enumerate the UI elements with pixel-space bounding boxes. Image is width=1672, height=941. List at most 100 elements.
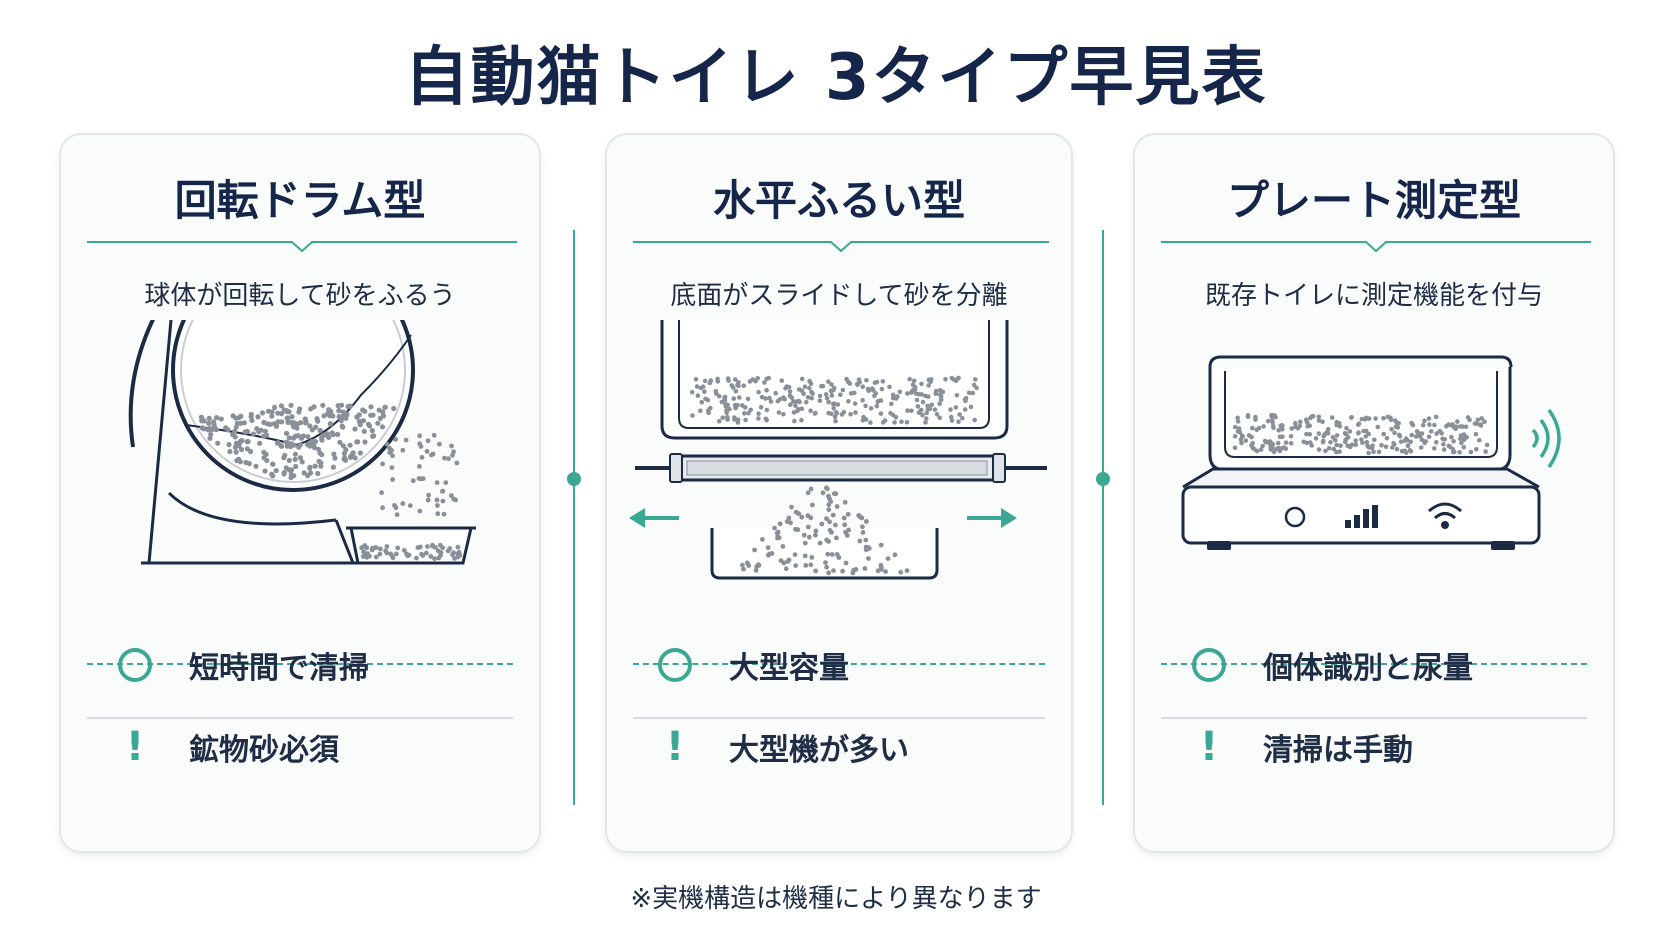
- litter-grain: [725, 416, 730, 422]
- litter-grain: [368, 404, 374, 410]
- litter-grain: [455, 554, 461, 560]
- litter-grain: [706, 410, 711, 416]
- litter-grain: [1293, 424, 1298, 430]
- litter-grain: [340, 443, 346, 449]
- litter-grain: [1321, 433, 1326, 439]
- litter-grain: [1482, 419, 1487, 425]
- litter-grain: [898, 569, 904, 575]
- pro-text: 個体識別と尿量: [1263, 651, 1473, 686]
- litter-grain: [869, 386, 875, 391]
- litter-grain: [255, 414, 261, 420]
- litter-grain: [827, 519, 832, 525]
- litter-grain: [1366, 445, 1372, 450]
- litter-grain: [736, 383, 741, 389]
- litter-grain: [262, 468, 268, 474]
- litter-grain: [366, 553, 371, 559]
- litter-grain: [249, 417, 255, 423]
- litter-grain: [736, 380, 741, 385]
- litter-grain: [1334, 442, 1339, 448]
- circle-mark-icon: [1192, 648, 1226, 682]
- card-title: 水平ふるい型: [712, 176, 965, 225]
- litter-grain: [923, 420, 928, 425]
- litter-grain: [735, 402, 740, 408]
- litter-grain: [237, 438, 244, 444]
- litter-grain: [327, 413, 333, 419]
- litter-grain: [449, 443, 454, 449]
- litter-grain: [889, 401, 894, 407]
- card-subtitle: 底面がスライドして砂を分離: [670, 281, 1008, 311]
- litter-grain: [437, 441, 442, 447]
- litter-grain: [317, 450, 323, 456]
- litter-grain: [393, 551, 399, 557]
- litter-grain: [331, 451, 337, 457]
- litter-grain: [808, 408, 813, 414]
- litter-grain: [265, 408, 272, 414]
- litter-grain: [1359, 416, 1365, 422]
- litter-grain: [1344, 426, 1349, 431]
- litter-grain: [1475, 417, 1481, 423]
- litter-grain: [742, 411, 747, 416]
- litter-grain: [425, 438, 431, 444]
- litter-grain: [369, 428, 375, 434]
- litter-grain: [1432, 422, 1437, 428]
- litter-grain: [1381, 415, 1386, 421]
- litter-grain: [297, 442, 303, 448]
- litter-grain: [377, 546, 383, 552]
- litter-grain: [695, 393, 701, 398]
- wireless-waves-icon: [1531, 408, 1561, 468]
- litter-grain: [264, 432, 270, 438]
- litter-grain: [430, 451, 436, 457]
- litter-grain: [1334, 433, 1340, 438]
- litter-grain: [874, 403, 880, 409]
- litter-grain: [874, 379, 880, 385]
- litter-grain: [878, 411, 884, 416]
- litter-grain: [1303, 417, 1309, 423]
- litter-grain: [320, 402, 326, 408]
- litter-grain: [777, 521, 783, 527]
- litter-grain: [809, 555, 815, 560]
- litter-grain: [773, 390, 778, 396]
- litter-grain: [863, 403, 868, 409]
- litter-grain: [1434, 440, 1439, 445]
- con-row: ! 清掃は手動: [1185, 717, 1413, 777]
- litter-grain: [764, 418, 769, 423]
- litter-grain: [857, 538, 863, 544]
- litter-grain: [450, 452, 455, 458]
- litter-grain: [244, 439, 250, 445]
- litter-grain: [1373, 416, 1378, 421]
- litter-grain: [357, 450, 363, 456]
- litter-grain: [954, 378, 959, 383]
- litter-grain: [243, 459, 249, 466]
- litter-grain: [380, 461, 385, 467]
- litter-grain: [862, 566, 868, 571]
- litter-grain: [824, 516, 829, 522]
- litter-grain: [364, 545, 370, 551]
- litter-grain: [730, 385, 736, 390]
- litter-grain: [1394, 446, 1400, 452]
- litter-grain: [715, 379, 721, 384]
- litter-grain: [425, 497, 431, 503]
- litter-grain: [833, 418, 838, 424]
- litter-grain: [273, 468, 279, 474]
- litter-grain: [752, 547, 757, 553]
- litter-grain: [257, 440, 263, 446]
- litter-grain: [1379, 443, 1384, 448]
- litter-grain: [880, 379, 886, 384]
- litter-grain: [1309, 414, 1314, 419]
- litter-grain: [765, 552, 771, 558]
- signal-bars-icon: [1345, 505, 1378, 528]
- litter-grain: [732, 417, 737, 422]
- drum-illustration: [128, 320, 476, 565]
- litter-grain: [1329, 415, 1335, 420]
- row-divider: [633, 717, 1045, 719]
- pro-row: 短時間で清掃: [111, 635, 369, 695]
- litter-grain: [824, 485, 829, 491]
- litter-grain: [1307, 432, 1313, 437]
- litter-grain: [1414, 429, 1420, 434]
- litter-grain: [400, 447, 406, 453]
- litter-grain: [775, 398, 781, 404]
- litter-grain: [974, 385, 979, 391]
- litter-grain: [1323, 448, 1328, 454]
- litter-grain: [762, 380, 767, 385]
- litter-grain: [937, 388, 943, 393]
